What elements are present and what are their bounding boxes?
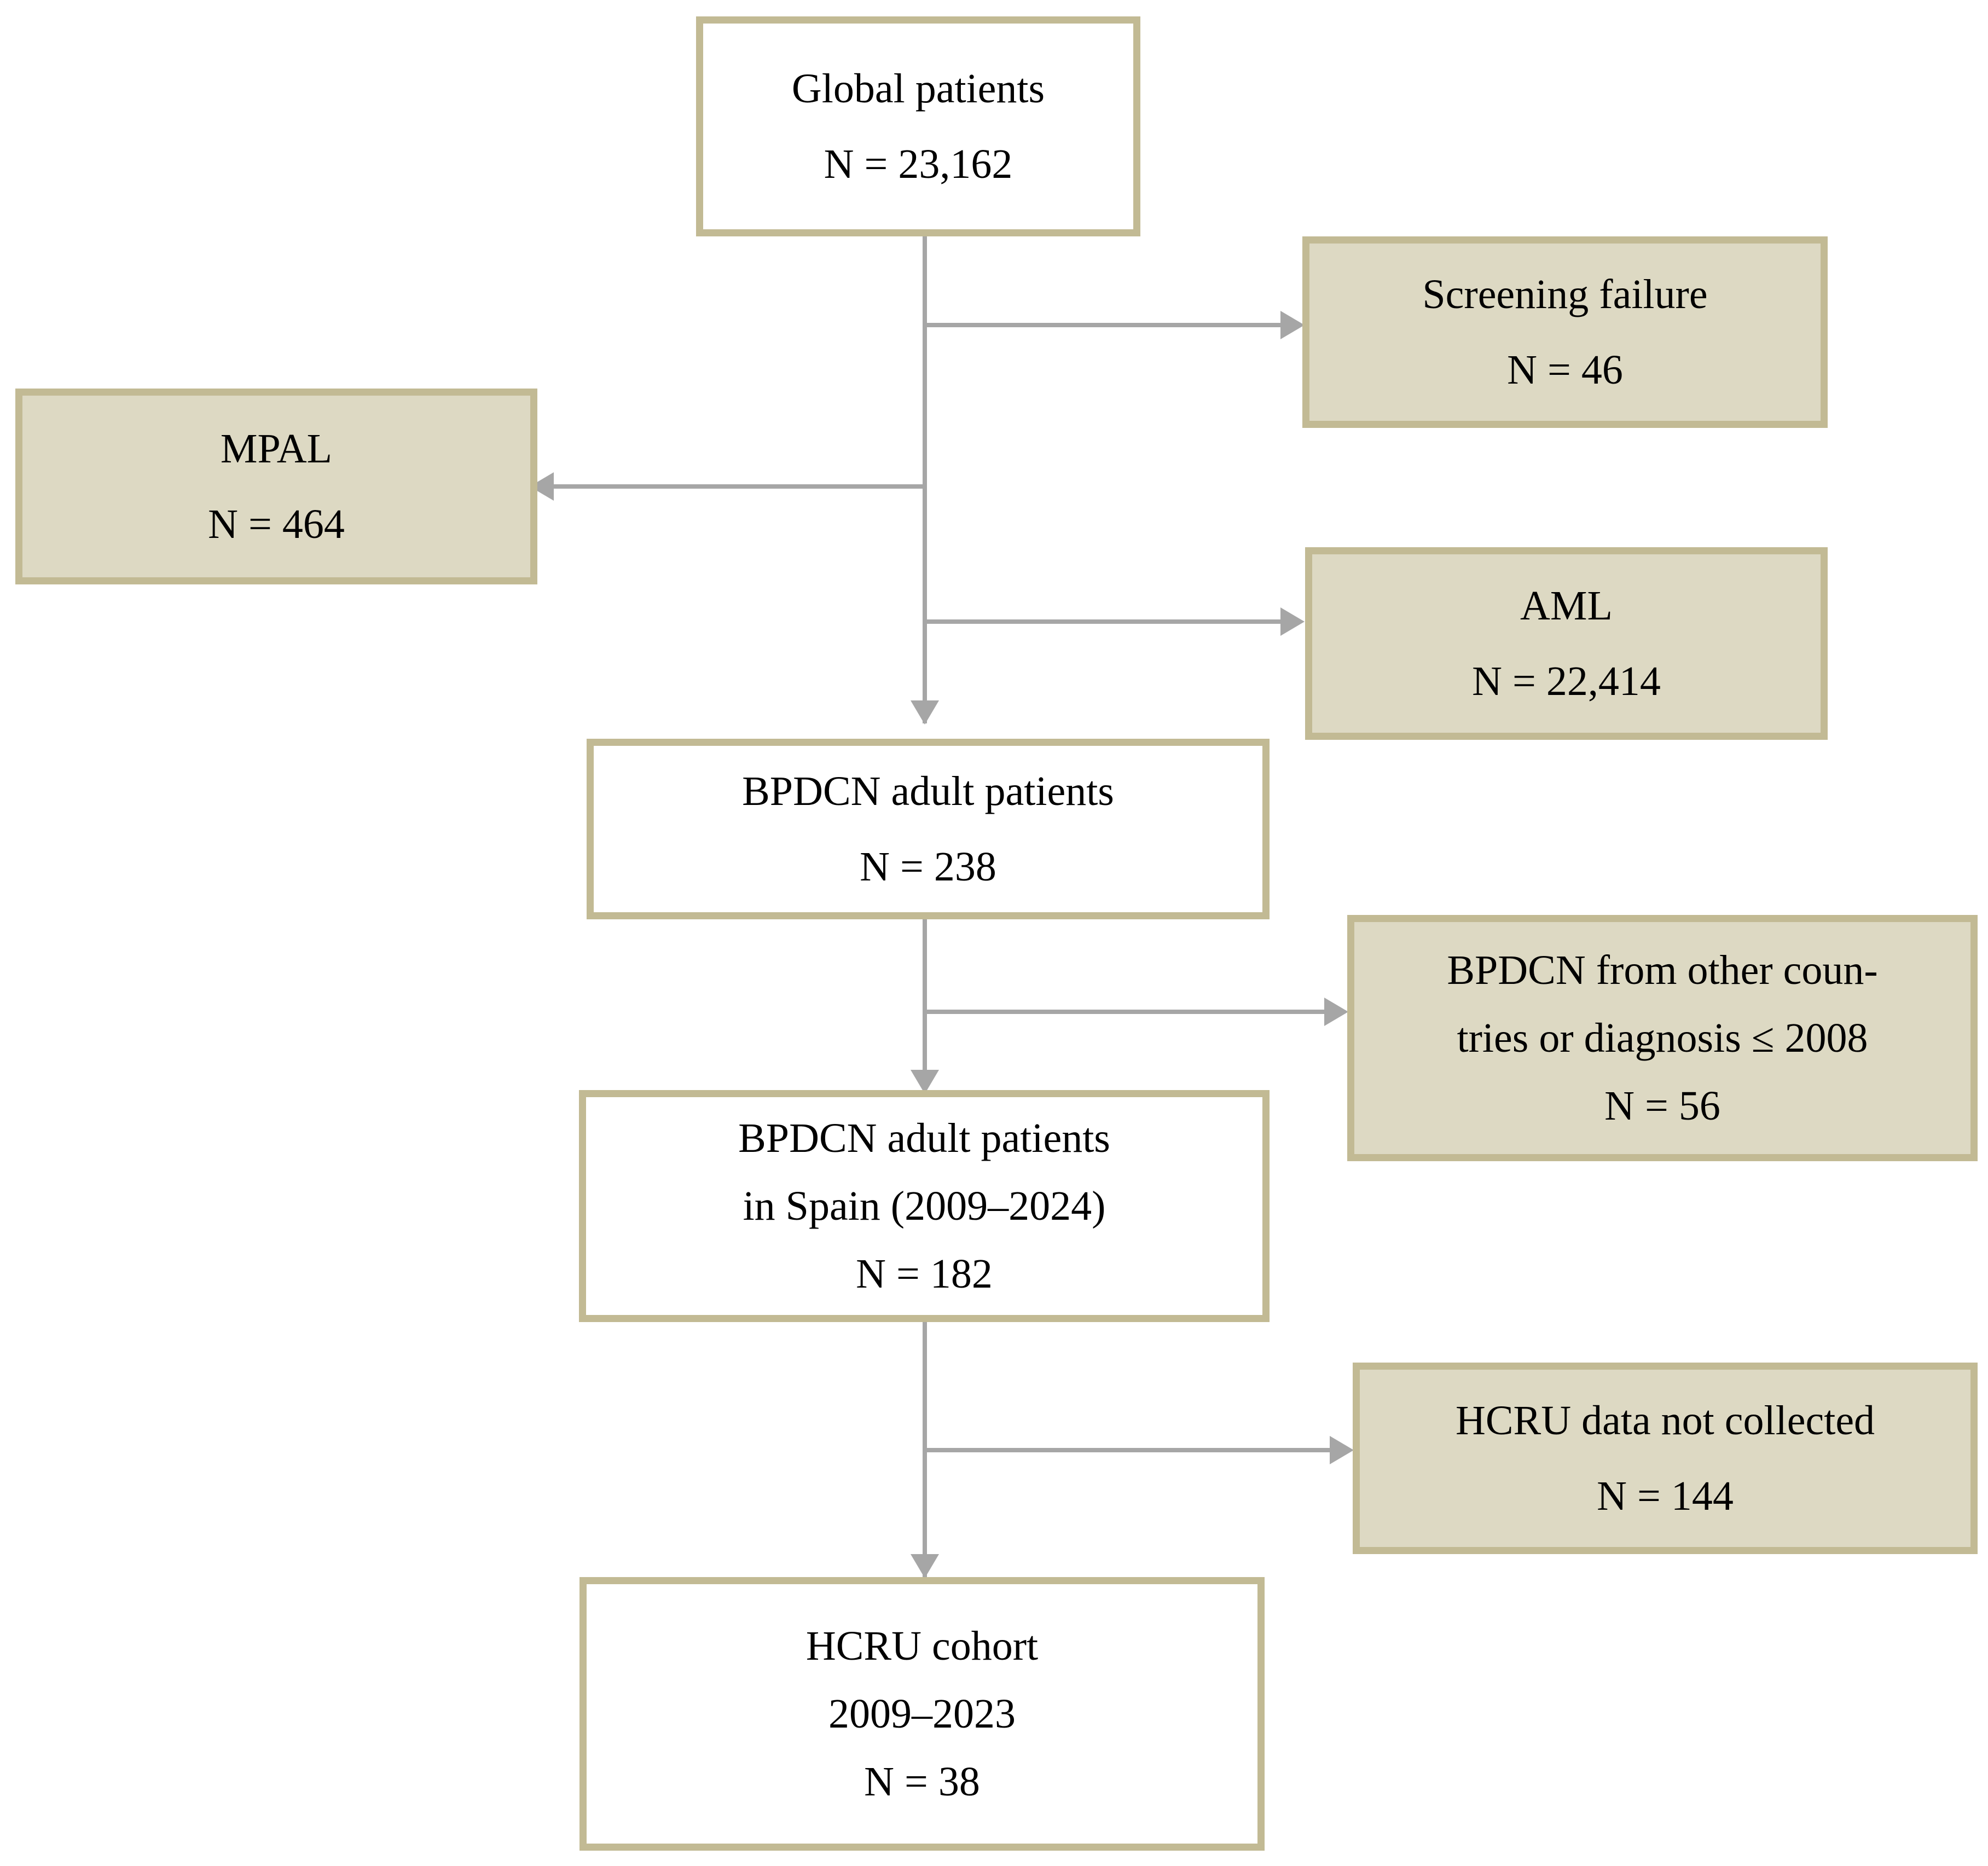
arrowhead-into-bpdcn-spain: [911, 1070, 939, 1094]
node-bpdcn-spain-line1: BPDCN adult patients: [738, 1115, 1110, 1161]
node-bpdcn-other-countries-count: N = 56: [1604, 1083, 1720, 1129]
connector-bpdcn-to-spain-trunk: [923, 918, 927, 1091]
node-bpdcn-other-countries-line2: tries or diagnosis ≤ 2008: [1457, 1015, 1868, 1061]
node-bpdcn-other-countries[interactable]: BPDCN from other coun- tries or diagnosi…: [1347, 915, 1978, 1161]
node-hcru-cohort-period: 2009–2023: [828, 1691, 1016, 1737]
arrowhead-into-bpdcn-other-countries: [1324, 998, 1348, 1026]
node-bpdcn-adult-patients[interactable]: BPDCN adult patients N = 238: [587, 739, 1270, 919]
node-global-patients-label: Global patients: [791, 66, 1045, 112]
node-bpdcn-spain-count: N = 182: [856, 1251, 993, 1297]
connector-to-screening-failure: [923, 323, 1287, 327]
node-aml-label: AML: [1520, 583, 1613, 629]
arrowhead-into-hcru-not-collected: [1330, 1436, 1354, 1464]
node-bpdcn-spain-line2: in Spain (2009–2024): [743, 1183, 1106, 1229]
arrowhead-into-aml: [1280, 607, 1305, 636]
arrowhead-into-bpdcn-adults: [911, 700, 939, 725]
node-hcru-not-collected-count: N = 144: [1597, 1473, 1734, 1519]
arrowhead-into-screening-failure: [1280, 311, 1305, 339]
node-screening-failure[interactable]: Screening failure N = 46: [1302, 236, 1828, 428]
node-hcru-cohort-count: N = 38: [864, 1759, 980, 1805]
node-screening-failure-label: Screening failure: [1422, 271, 1708, 317]
connector-global-to-bpdcn-trunk: [923, 235, 927, 723]
node-bpdcn-adult-patients-label: BPDCN adult patients: [742, 768, 1114, 814]
node-aml[interactable]: AML N = 22,414: [1305, 547, 1828, 740]
node-bpdcn-adult-patients-count: N = 238: [860, 844, 996, 890]
node-hcru-not-collected-label: HCRU data not collected: [1455, 1398, 1875, 1444]
node-screening-failure-count: N = 46: [1507, 347, 1623, 393]
connector-to-aml: [923, 619, 1287, 624]
node-bpdcn-spain[interactable]: BPDCN adult patients in Spain (2009–2024…: [579, 1090, 1270, 1322]
node-aml-count: N = 22,414: [1472, 658, 1661, 704]
node-hcru-not-collected[interactable]: HCRU data not collected N = 144: [1353, 1363, 1978, 1554]
node-bpdcn-other-countries-line1: BPDCN from other coun-: [1447, 947, 1878, 993]
node-mpal-count: N = 464: [208, 501, 345, 547]
node-mpal[interactable]: MPAL N = 464: [15, 389, 537, 584]
node-hcru-cohort[interactable]: HCRU cohort 2009–2023 N = 38: [579, 1577, 1265, 1851]
node-mpal-label: MPAL: [220, 426, 333, 472]
connector-to-mpal: [554, 484, 925, 489]
arrowhead-into-hcru-cohort: [911, 1554, 939, 1578]
connector-to-hcru-not-collected: [923, 1448, 1337, 1452]
connector-to-bpdcn-other-countries: [923, 1010, 1332, 1014]
node-global-patients-count: N = 23,162: [824, 141, 1013, 187]
node-global-patients[interactable]: Global patients N = 23,162: [696, 16, 1140, 236]
node-hcru-cohort-label: HCRU cohort: [805, 1623, 1039, 1669]
